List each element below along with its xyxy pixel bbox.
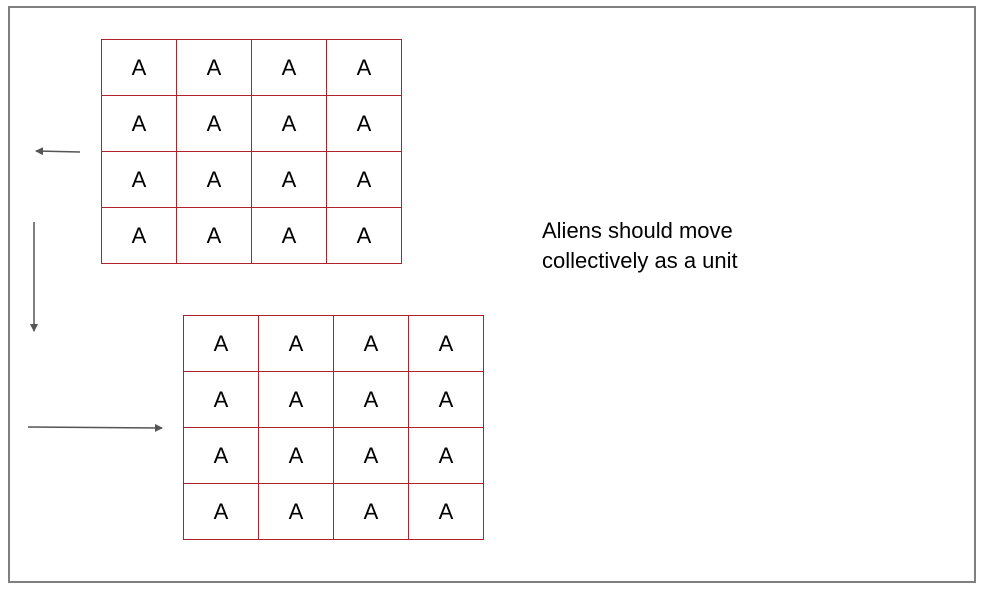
alien-cell: A [177, 96, 252, 152]
alien-cell: A [252, 208, 327, 264]
arrow-right-icon [27, 423, 163, 432]
alien-formation-bottom: A A A A A A A A A A A A A A A A [183, 315, 484, 540]
alien-cell: A [327, 96, 402, 152]
alien-cell: A [327, 152, 402, 208]
alien-cell: A [252, 96, 327, 152]
alien-cell: A [184, 372, 259, 428]
alien-formation-top: A A A A A A A A A A A A A A A A [101, 39, 402, 264]
alien-cell: A [184, 316, 259, 372]
alien-cell: A [409, 484, 484, 540]
alien-cell: A [102, 96, 177, 152]
alien-cell: A [252, 40, 327, 96]
alien-cell: A [334, 484, 409, 540]
alien-cell: A [259, 372, 334, 428]
alien-cell: A [177, 152, 252, 208]
alien-cell: A [334, 316, 409, 372]
alien-cell: A [327, 208, 402, 264]
alien-cell: A [177, 40, 252, 96]
alien-cell: A [102, 40, 177, 96]
alien-cell: A [327, 40, 402, 96]
diagram-frame [8, 6, 976, 583]
alien-cell: A [409, 316, 484, 372]
alien-cell: A [259, 484, 334, 540]
movement-note: Aliens should move collectively as a uni… [542, 216, 738, 276]
arrow-left-icon [35, 147, 81, 156]
alien-cell: A [259, 428, 334, 484]
movement-note-line-2: collectively as a unit [542, 248, 738, 273]
alien-cell: A [102, 208, 177, 264]
alien-cell: A [259, 316, 334, 372]
alien-cell: A [409, 428, 484, 484]
movement-note-line-1: Aliens should move [542, 218, 733, 243]
alien-cell: A [177, 208, 252, 264]
alien-cell: A [252, 152, 327, 208]
alien-cell: A [184, 428, 259, 484]
alien-cell: A [334, 428, 409, 484]
alien-cell: A [334, 372, 409, 428]
alien-cell: A [184, 484, 259, 540]
alien-cell: A [409, 372, 484, 428]
alien-cell: A [102, 152, 177, 208]
